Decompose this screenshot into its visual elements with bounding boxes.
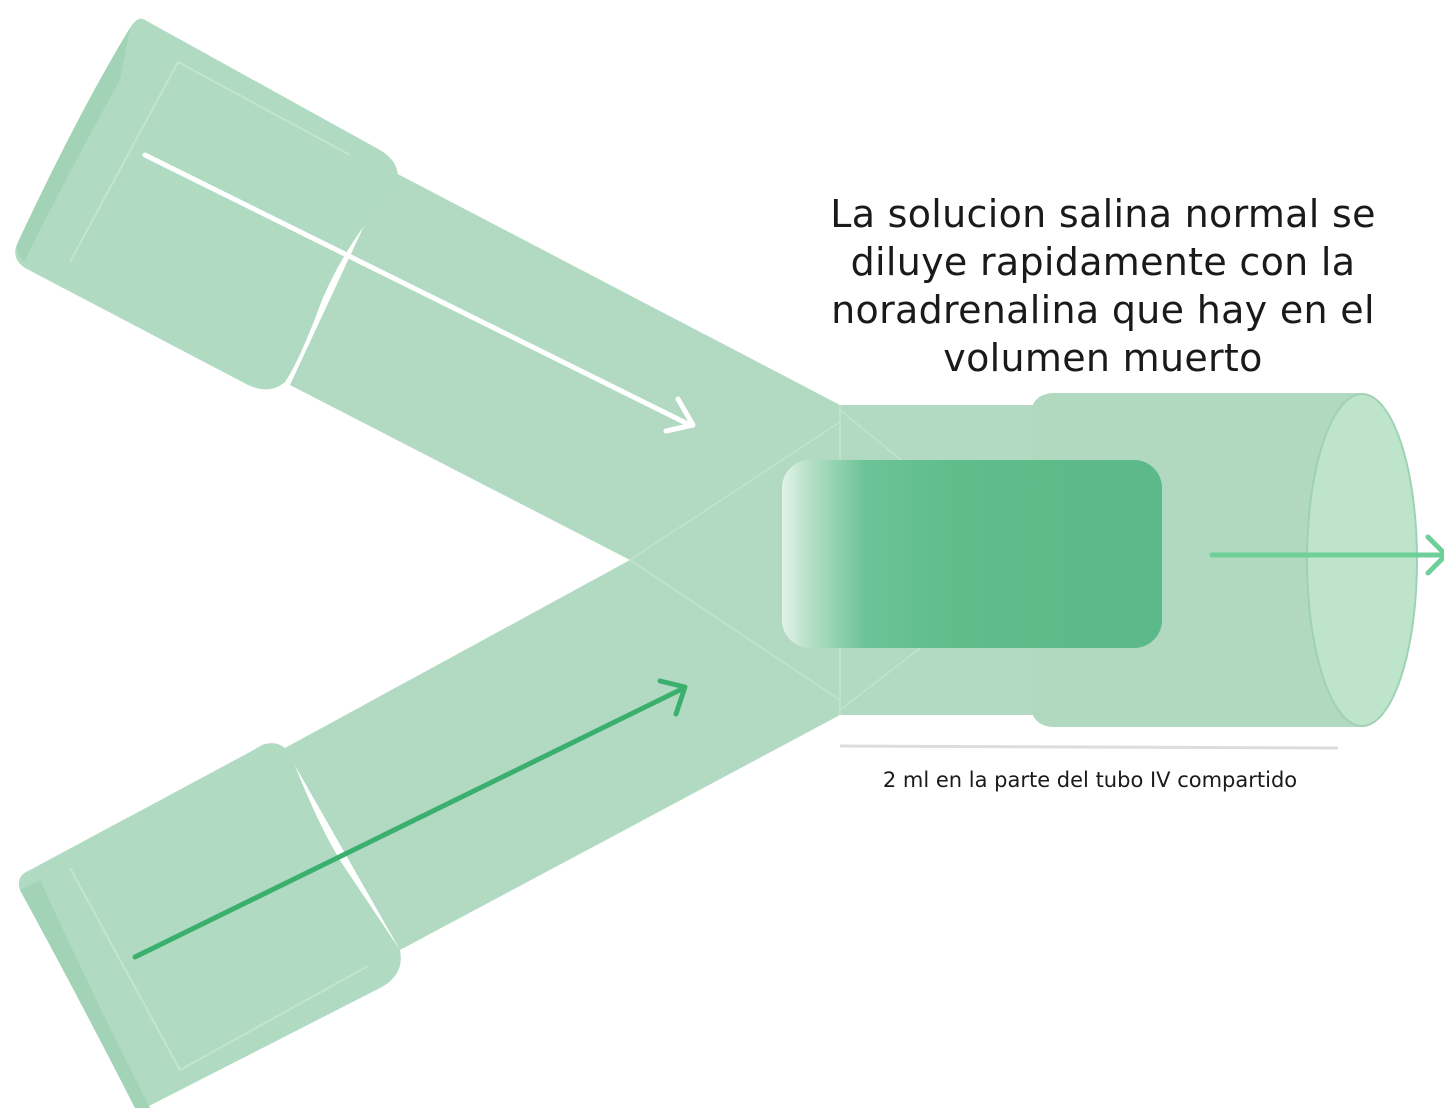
caption-line: diluye rapidamente con la — [850, 240, 1356, 284]
caption-line: La solucion salina normal se — [830, 192, 1376, 236]
junction-seam-lines — [629, 405, 951, 715]
arrow-right-down-icon — [142, 152, 696, 434]
measure-line — [839, 744, 1339, 750]
measure-label: 2 ml en la parte del tubo IV compartido — [882, 768, 1298, 792]
upper-cap-inner-edge — [69, 61, 351, 263]
diagram-caption: La solucion salina normal se diluye rapi… — [790, 190, 1416, 382]
arrow-right-up-icon — [132, 678, 688, 960]
lower-cap-inner-edge — [69, 867, 369, 1071]
outlet-end-face — [1306, 393, 1418, 727]
lower-branch-tube — [285, 560, 840, 950]
dead-volume-fluid-shade — [1028, 460, 1162, 648]
lower-connector-cap — [18, 743, 401, 1108]
lower-cap-rim — [20, 880, 150, 1108]
arrow-right-icon — [1209, 534, 1444, 576]
caption-line: volumen muerto — [943, 336, 1263, 380]
upper-connector-cap — [15, 18, 398, 390]
caption-line: noradrenalina que hay en el — [831, 288, 1375, 332]
upper-cap-rim — [16, 28, 130, 262]
